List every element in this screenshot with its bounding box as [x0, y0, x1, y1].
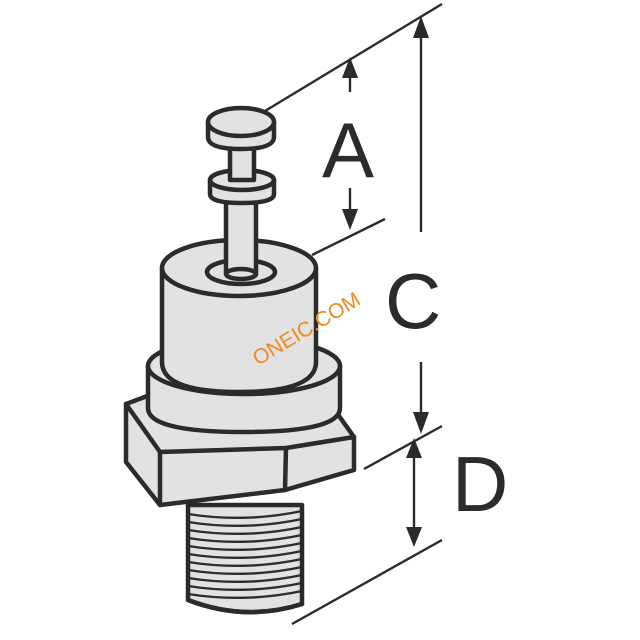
arrow-down-icon [342, 209, 358, 230]
thread-ridge [186, 533, 304, 544]
thread-ridge [186, 573, 304, 584]
dimension-a-extension-bottom [311, 217, 386, 257]
dimension-label-c: C [385, 257, 441, 345]
dimension-a: A [264, 2, 443, 257]
arrow-down-icon [413, 412, 429, 434]
thread-ridge [186, 517, 304, 528]
dimension-d-extension-bottom [291, 538, 443, 626]
thread-ridge [186, 557, 304, 568]
arrow-up-icon [406, 438, 422, 458]
thread-ridge [186, 509, 304, 520]
arrow-down-icon [406, 527, 422, 547]
arrow-up-icon [342, 57, 358, 78]
dimension-label-d: D [452, 440, 508, 528]
arrow-up-icon [413, 16, 429, 38]
dimension-a-extension-top [264, 2, 443, 113]
thread-ridge [186, 525, 304, 536]
terminal-pin [204, 105, 278, 287]
dimension-c: C [385, 16, 441, 434]
threaded-stud [185, 502, 305, 615]
thread-ridge [186, 581, 304, 592]
dimension-label-a: A [322, 106, 374, 194]
thread-ridge [186, 549, 304, 560]
dimension-d-extension-top [363, 424, 443, 471]
thread-ridge [186, 541, 304, 552]
thread-ridge [186, 589, 304, 600]
dimension-d: D [291, 424, 508, 626]
stud-threads [186, 509, 304, 600]
thread-ridge [186, 565, 304, 576]
